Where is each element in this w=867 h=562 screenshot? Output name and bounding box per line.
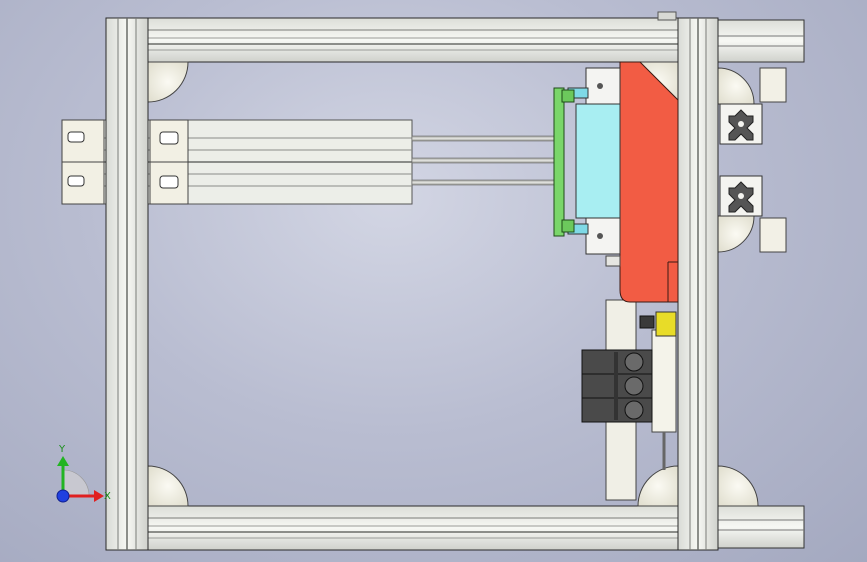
coordinate-triad: Y X bbox=[56, 444, 111, 503]
pneumatic-cylinder bbox=[567, 87, 621, 235]
frame-top-rail bbox=[105, 17, 719, 63]
right-extension-brackets bbox=[717, 19, 805, 549]
cylinder-end-block bbox=[61, 119, 189, 205]
origin-dot bbox=[56, 489, 70, 503]
x-axis-label: X bbox=[104, 491, 111, 502]
red-mounting-plate bbox=[619, 61, 679, 303]
pillow-blocks bbox=[585, 67, 621, 267]
y-axis-label: Y bbox=[58, 444, 66, 455]
profile-cross-section bbox=[719, 103, 763, 217]
guide-rods bbox=[411, 135, 559, 186]
valve-manifold bbox=[581, 349, 653, 423]
frame-right-post bbox=[657, 11, 719, 551]
proximity-sensor bbox=[639, 311, 677, 337]
frame-left-post bbox=[105, 17, 149, 551]
frame-bottom-rail bbox=[105, 505, 719, 551]
green-end-plate bbox=[553, 87, 575, 237]
